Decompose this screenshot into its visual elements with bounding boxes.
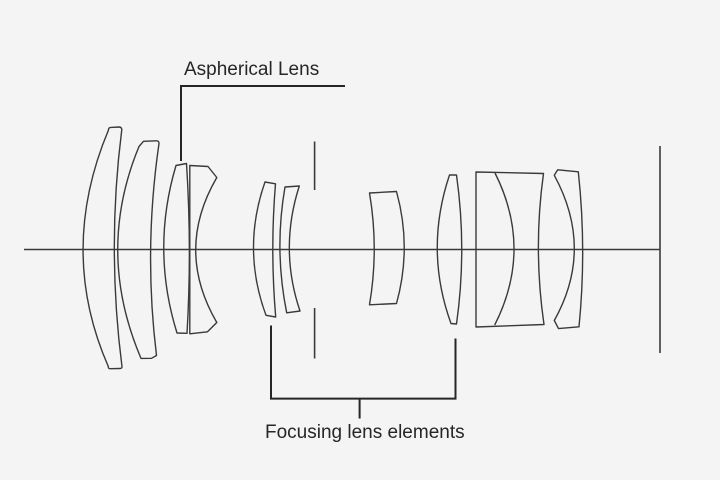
focusing-lens-group [252, 174, 463, 325]
lens-element-3 [163, 162, 191, 334]
aspherical-lens-label: Aspherical Lens [184, 59, 320, 80]
lens-element-7 [368, 190, 405, 306]
focusing-elements-label: Focusing lens elements [265, 422, 465, 443]
aspherical-leader-line [180, 85, 345, 161]
lens-element-11 [553, 169, 584, 330]
lens-element-5 [252, 181, 277, 318]
lens-element-9-10-doublet [475, 171, 545, 328]
focusing-bracket [270, 325, 457, 419]
lens-element-8 [436, 174, 463, 325]
front-lens-group [82, 126, 218, 370]
lens-element-2 [117, 140, 160, 360]
lens-element-9-10-cement-surface [494, 172, 515, 326]
lens-element-4 [189, 164, 218, 335]
rear-lens-group [475, 169, 584, 330]
lens-element-6 [279, 185, 301, 314]
lens-element-1 [82, 126, 123, 370]
